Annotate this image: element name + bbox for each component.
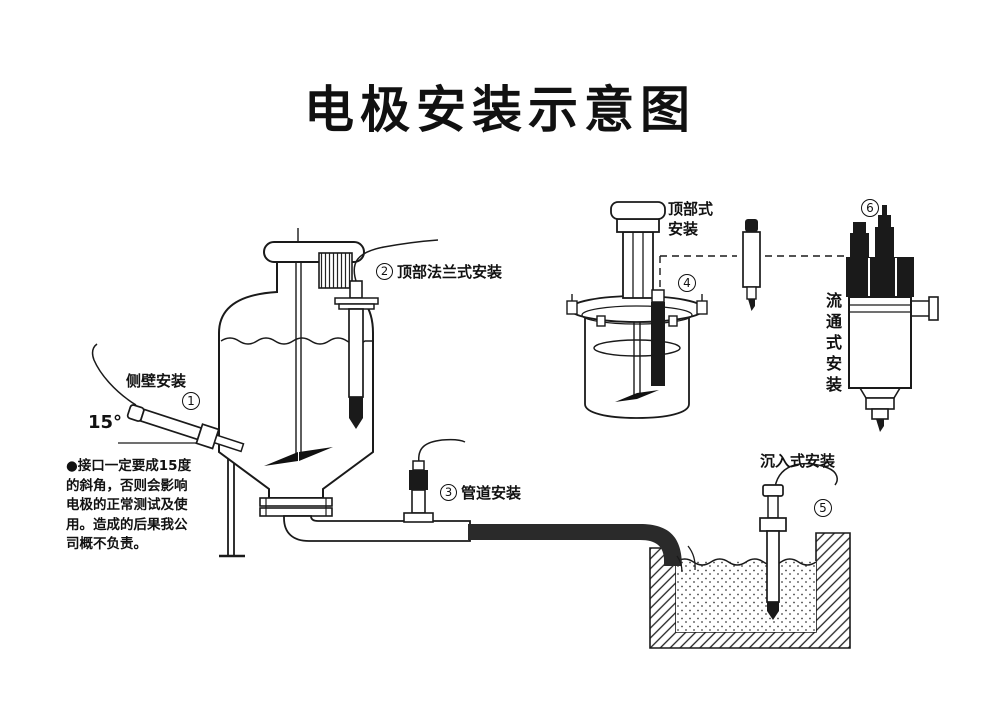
angle-15-text: 15° [88, 412, 123, 433]
flow-electrode-right [875, 205, 894, 258]
flow-unit-head [846, 257, 914, 297]
marker-top-mount: 4 [678, 274, 696, 292]
vessel-body [584, 315, 690, 419]
tank-liquid-line [220, 337, 372, 345]
electrode3-cap [412, 460, 425, 471]
note-line-4: 用。造成的后果我公 [66, 516, 188, 533]
electrode3-cable [418, 438, 466, 464]
electrode2-tip [349, 397, 363, 429]
electrode5-cap [762, 484, 784, 497]
flow-unit-port [911, 296, 939, 321]
sump-liquid [676, 561, 816, 632]
electrode3-head [409, 470, 428, 490]
label-immersion: 沉入式安装 [760, 452, 836, 470]
flange-bolts [566, 294, 708, 327]
flow-through-unit [846, 205, 939, 432]
electrode5-collar [759, 517, 787, 532]
probe-cap [745, 219, 758, 232]
immersion-electrode [759, 462, 838, 620]
electrode3-body [411, 489, 426, 514]
vessel-inner-liquid [593, 339, 681, 357]
pipe-assembly [283, 515, 696, 573]
label-flow-through: 流通式安装 [823, 292, 842, 397]
vessel-rim [581, 305, 693, 325]
vessel-flange [569, 295, 705, 323]
flow-electrode-left [850, 222, 869, 258]
marker-immersion: 5 [814, 499, 832, 517]
label-top-flange-text: 顶部法兰式安装 [397, 263, 503, 281]
vessel-electrode [651, 289, 665, 386]
vessel-motor [610, 201, 666, 299]
electrode5-tip [767, 602, 779, 620]
top-flange-electrode [334, 239, 439, 429]
marker-flow-through: 6 [861, 199, 879, 217]
immersion-sump [649, 532, 851, 649]
marker-side-wall: 1 [182, 392, 200, 410]
label-top-flange: 2 顶部法兰式安装 [376, 261, 502, 282]
probe-tip [748, 299, 755, 311]
label-pipe-text: 管道安装 [461, 484, 522, 502]
probe-body [742, 231, 761, 288]
tank-plug [318, 252, 353, 289]
pipe-dark-section [468, 524, 682, 566]
sump-liquid-surface [675, 558, 817, 566]
note-line-2: 的斜角，否则会影响 [66, 477, 188, 494]
pipe-outflow [676, 545, 696, 573]
electrode5-cable [774, 462, 838, 488]
label-top-mount-line2: 安装 [668, 220, 699, 238]
marker-pipe: 3 [440, 484, 457, 501]
reference-electrode [742, 219, 761, 311]
electrode1-body [139, 408, 203, 441]
electrode2-flange [334, 297, 379, 305]
electrode3-boss [403, 512, 434, 523]
pipe-electrode [403, 438, 466, 523]
note-line-3: 电极的正常测试及使 [66, 497, 188, 513]
tank [218, 228, 374, 558]
pipe-elbow [283, 515, 471, 542]
note-block: ●接口一定要成15度 的斜角，否则会影响 电极的正常测试及使 用。造成的后果我公… [66, 457, 191, 555]
note-line-1: ●接口一定要成15度 [66, 458, 192, 474]
connection-dashes [659, 255, 848, 287]
note-line-5: 司概不负责。 [66, 536, 147, 552]
label-pipe: 3 管道安装 [440, 482, 521, 503]
electrode2-neck [349, 280, 363, 299]
page-title: 电极安装示意图 [304, 80, 696, 139]
tank-stand [219, 459, 245, 558]
marker-top-flange: 2 [376, 263, 393, 280]
vessel-agitator-blade [615, 390, 659, 402]
electrode2-cable [353, 239, 439, 285]
label-top-mount-line1: 顶部式 [668, 200, 714, 218]
agitator-blade [264, 447, 333, 466]
flow-unit-outlet [859, 387, 901, 432]
side-wall-electrode-group [91, 343, 245, 453]
top-mount-vessel [566, 201, 708, 419]
probe-lower [746, 286, 757, 300]
electrode5-body [766, 530, 780, 603]
electrode2-body [348, 308, 364, 398]
label-side-wall: 侧壁安装 [126, 372, 187, 390]
electrode1-tip [213, 434, 245, 453]
flow-unit-body [848, 296, 912, 389]
electrode1-cable [91, 343, 137, 406]
side-wall-electrode [126, 404, 245, 453]
electrode5-neck [767, 495, 779, 519]
tank-bottom-flange [259, 497, 333, 517]
